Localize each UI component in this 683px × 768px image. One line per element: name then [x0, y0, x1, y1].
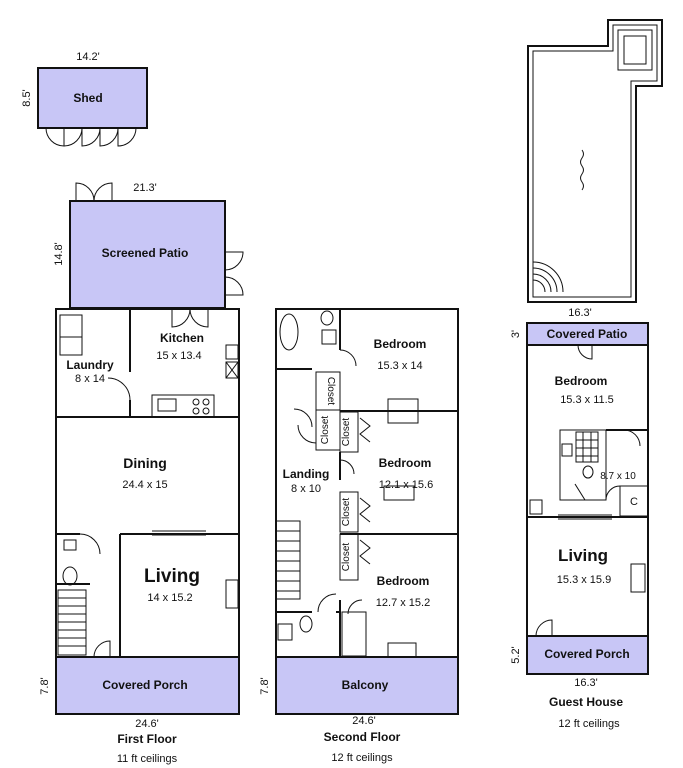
water-icon	[580, 149, 584, 191]
closet-labels: Closet Closet Closet Closet Closet	[320, 377, 352, 571]
guest-house-title: Guest House	[549, 695, 623, 709]
balcony-depth: 7.8'	[259, 677, 271, 694]
guest-closet-label: C	[630, 496, 638, 508]
second-floor-title: Second Floor	[324, 730, 401, 744]
bedroom-1-size: 15.3 x 14	[377, 360, 422, 372]
guest-porch-depth: 5.2'	[510, 646, 522, 663]
guest-bedroom-size: 15.3 x 11.5	[560, 394, 614, 406]
bedroom-1-label: Bedroom	[374, 337, 427, 351]
closet-label-5: Closet	[341, 543, 352, 572]
laundry-label: Laundry	[66, 358, 114, 372]
guest-house: Covered Patio 3' Bedroom 15.3 x 11.5 8.7…	[510, 322, 649, 730]
shed: Shed 14.2' 8.5'	[21, 51, 148, 147]
bedroom-2-size: 12.1 x 15.6	[379, 479, 433, 491]
bedroom-2-label: Bedroom	[379, 456, 432, 470]
guest-patio-depth: 3'	[510, 330, 522, 338]
screened-patio-label: Screened Patio	[102, 246, 189, 260]
shed-label: Shed	[73, 91, 102, 105]
guest-house-width: 16.3'	[574, 677, 598, 689]
second-floor-ceilings: 12 ft ceilings	[331, 752, 393, 764]
bedroom-3-label: Bedroom	[377, 574, 430, 588]
closet-label-3: Closet	[341, 418, 352, 447]
dining-label: Dining	[123, 455, 167, 471]
dining-size: 24.4 x 15	[122, 479, 167, 491]
first-floor-porch-depth: 7.8'	[39, 677, 51, 694]
living-size: 14 x 15.2	[147, 592, 192, 604]
screened-patio-depth: 14.8'	[53, 242, 65, 266]
first-floor-width: 24.6'	[135, 718, 159, 730]
living-label: Living	[144, 566, 200, 587]
screened-patio: Screened Patio 21.3' 14.8'	[53, 182, 244, 309]
shed-width: 14.2'	[76, 51, 100, 63]
first-floor-porch-label: Covered Porch	[102, 678, 187, 692]
second-floor: Closet Closet Closet Closet Closet Bedro…	[259, 308, 459, 764]
bedroom-3-size: 12.7 x 15.2	[376, 597, 430, 609]
guest-bedroom-label: Bedroom	[555, 374, 608, 388]
guest-house-ceilings: 12 ft ceilings	[558, 718, 620, 730]
kitchen-size: 15 x 13.4	[156, 350, 201, 362]
guest-bath-size: 8.7 x 10	[600, 471, 636, 482]
shower-icon	[575, 431, 599, 463]
first-floor-title: First Floor	[117, 732, 177, 746]
balcony-label: Balcony	[342, 678, 389, 692]
pool: 16.3'	[527, 19, 663, 319]
shed-door-icon	[45, 127, 65, 147]
kitchen-label: Kitchen	[160, 331, 204, 345]
shed-depth: 8.5'	[21, 89, 33, 106]
patio-door-icon	[75, 182, 95, 202]
first-floor: Laundry 8 x 14 Kitchen 15 x 13.4 Dining …	[39, 308, 240, 765]
closet-label-2: Closet	[320, 416, 331, 445]
second-floor-width: 24.6'	[352, 715, 376, 727]
first-floor-ceilings: 11 ft ceilings	[117, 753, 178, 765]
guest-porch-label: Covered Porch	[544, 647, 629, 661]
guest-living-size: 15.3 x 15.9	[557, 574, 611, 586]
closet-label-4: Closet	[341, 498, 352, 527]
laundry-size: 8 x 14	[75, 373, 105, 385]
spa-icon	[617, 29, 653, 71]
closet-label-1: Closet	[325, 377, 336, 406]
screened-patio-width: 21.3'	[133, 182, 157, 194]
guest-patio-label: Covered Patio	[547, 327, 628, 341]
landing-size: 8 x 10	[291, 483, 321, 495]
second-floor-stairs-icon	[275, 520, 301, 600]
guest-living-label: Living	[558, 546, 608, 565]
pool-width: 16.3'	[568, 307, 592, 319]
landing-label: Landing	[283, 467, 330, 481]
